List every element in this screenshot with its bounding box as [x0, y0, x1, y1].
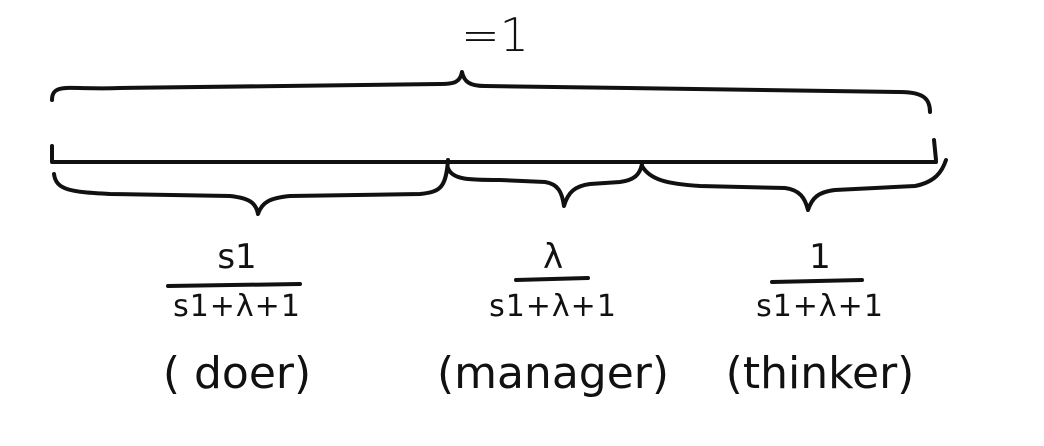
- total-label: =1: [461, 8, 529, 62]
- fraction-bar-thinker: [770, 278, 864, 284]
- role-label-thinker: (thinker): [725, 348, 915, 399]
- bottom-brace-thinker: [640, 158, 948, 212]
- bottom-brace-doer: [52, 158, 450, 216]
- main-line-end-tick: [932, 138, 938, 162]
- denominator-manager: s1+λ+1: [489, 289, 617, 324]
- top-brace: [50, 70, 932, 114]
- role-label-doer: ( doer): [162, 348, 312, 399]
- fraction-bar-manager: [514, 276, 590, 282]
- fraction-bar-doer: [166, 282, 302, 288]
- numerator-thinker: 1: [809, 237, 831, 277]
- denominator-thinker: s1+λ+1: [756, 289, 884, 324]
- denominator-doer: s1+λ+1: [173, 289, 301, 324]
- role-label-manager: (manager): [436, 348, 670, 399]
- bottom-brace-manager: [446, 162, 644, 208]
- numerator-doer: s1: [217, 237, 257, 277]
- numerator-manager: λ: [542, 237, 564, 277]
- main-line: [50, 144, 938, 164]
